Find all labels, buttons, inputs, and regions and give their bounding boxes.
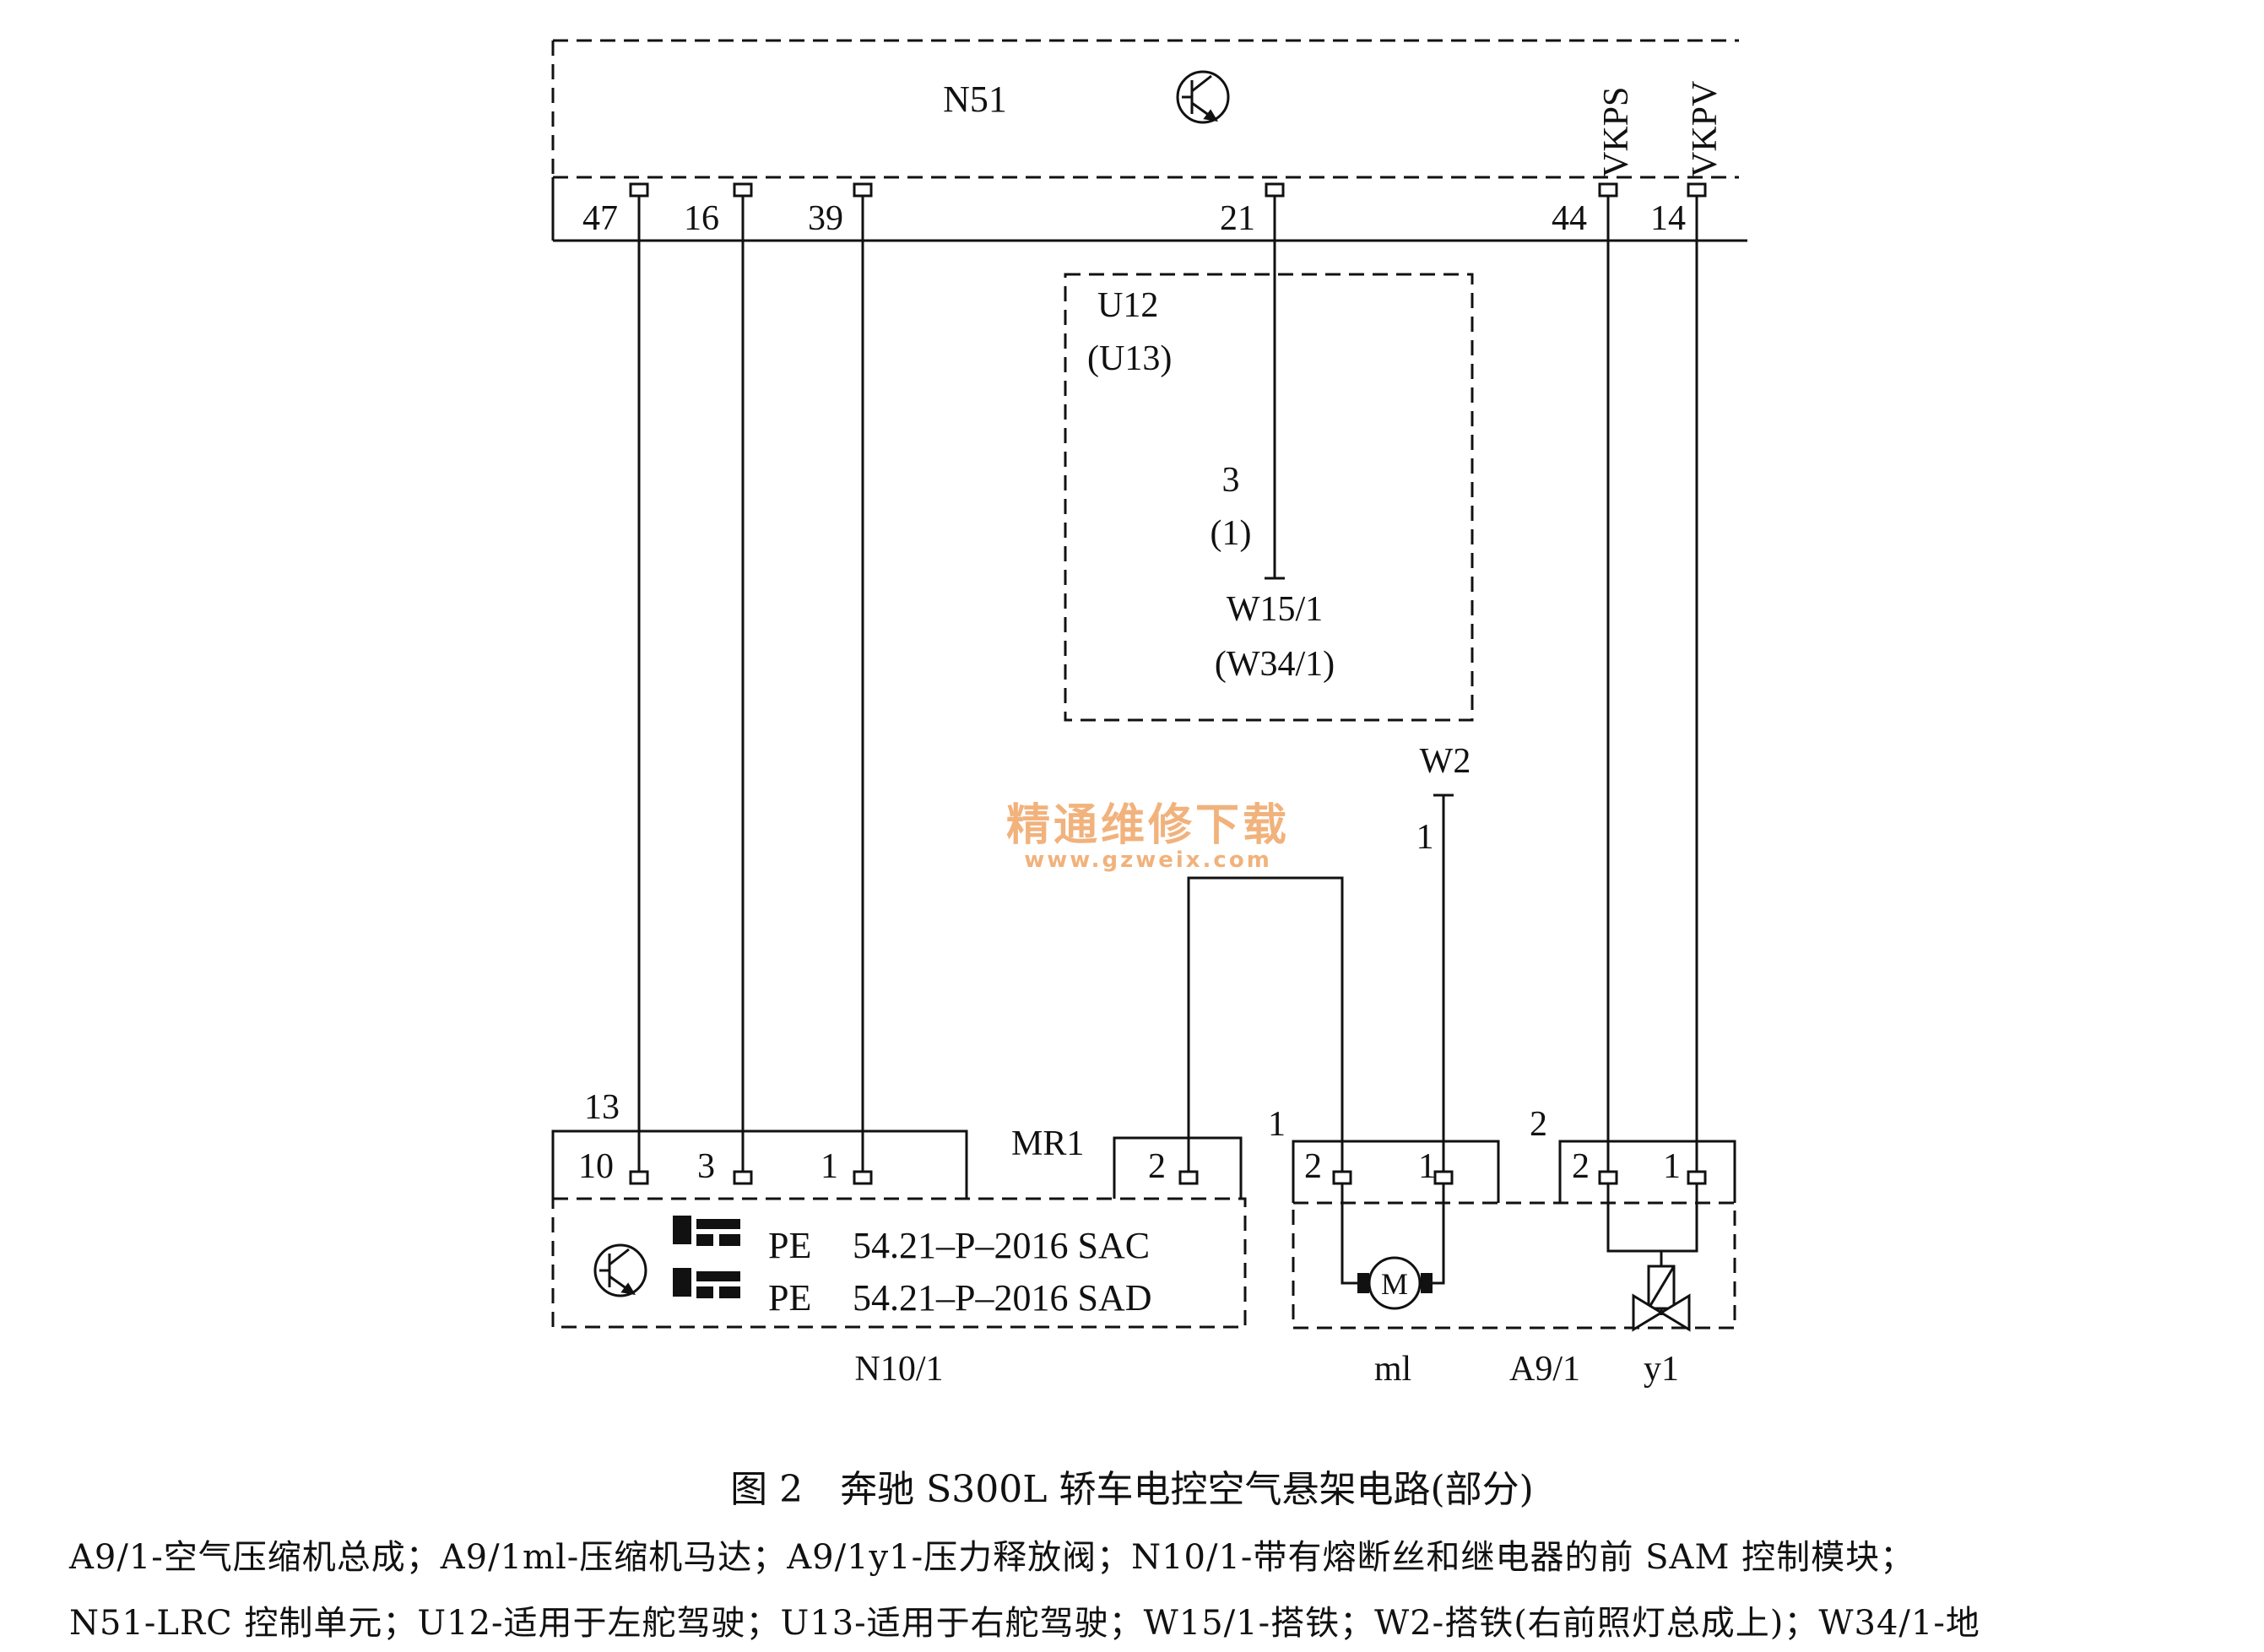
vkpv-label: VKPV <box>1686 81 1725 177</box>
n10-1-pin-1: 1 <box>821 1147 838 1186</box>
n10-1-pin-3: 3 <box>697 1147 715 1186</box>
n10-1-connector-13 <box>551 1129 968 1199</box>
wire-14-valve <box>1687 182 1707 1185</box>
ground-pin-3: 3 <box>1222 461 1240 500</box>
a9-1-plug-2: 2 <box>1530 1105 1547 1144</box>
wire-44-valve <box>1598 182 1618 1185</box>
wire-39-1 <box>853 182 873 1185</box>
legend-line-1: A9/1-空气压缩机总成；A9/1ml-压缩机马达；A9/1y1-压力释放阀；N… <box>69 1538 1915 1577</box>
vkps-label: VKPS <box>1597 87 1636 177</box>
n51-pin-16: 16 <box>684 199 719 238</box>
transistor-icon <box>593 1243 647 1297</box>
a9-1-label: A9/1 <box>1509 1350 1580 1389</box>
fuse-row-2-ref: 54.21–P–2016 SAD <box>853 1277 1152 1319</box>
mr1-connector <box>1113 1136 1243 1199</box>
solenoid-valve-icon <box>1632 1265 1691 1332</box>
n10-1-plug-13: 13 <box>584 1088 620 1127</box>
ml-label: ml <box>1374 1350 1411 1389</box>
mr1-label: MR1 <box>1011 1124 1084 1163</box>
u13-label: (U13) <box>1087 339 1172 378</box>
a9-1-connector-2 <box>1558 1140 1736 1203</box>
fuse-relay-icon <box>673 1268 740 1298</box>
w15-1-label: W15/1 <box>1227 590 1323 629</box>
a9-1-module-box <box>1292 1201 1736 1330</box>
a9-1-plug-1-pin-1: 1 <box>1418 1147 1436 1186</box>
wire-16-3 <box>733 182 753 1185</box>
wire-w2-motor <box>1433 794 1454 1185</box>
fuse-row-1-ref: 54.21–P–2016 SAC <box>853 1225 1150 1266</box>
fuse-relay-icon <box>673 1216 740 1246</box>
n51-connector <box>551 177 1747 242</box>
n10-1-label: N10/1 <box>855 1350 944 1389</box>
ground-pin-1-alt: (1) <box>1211 514 1252 553</box>
watermark-url: www.gzweix.com <box>1024 848 1272 873</box>
a9-1-plug-1: 1 <box>1268 1105 1286 1144</box>
a9-1-plug-1-pin-2: 2 <box>1304 1147 1322 1186</box>
n51-module-box <box>551 39 1739 179</box>
wire-mr1-motor <box>1178 876 1352 1185</box>
transistor-icon <box>1176 70 1230 124</box>
n51-pin-39: 39 <box>808 199 843 238</box>
legend-line-2: N51-LRC 控制单元；U12-适用于左舵驾驶；U13-适用于右舵驾驶；W15… <box>69 1604 1980 1643</box>
a9-1-plug-2-pin-2: 2 <box>1572 1147 1590 1186</box>
wire-21-ground <box>1265 182 1285 580</box>
watermark-text: 精通维修下载 <box>1006 800 1290 851</box>
n51-pin-44: 44 <box>1552 199 1587 238</box>
motor-symbol: M <box>1381 1267 1408 1301</box>
u12-label: U12 <box>1097 286 1158 325</box>
n10-1-pin-10: 10 <box>578 1147 614 1186</box>
n51-label: N51 <box>943 79 1007 120</box>
w2-pin-1: 1 <box>1416 818 1434 857</box>
a9-1-connector-1 <box>1292 1140 1500 1203</box>
n51-pin-21: 21 <box>1220 199 1255 238</box>
w2-label: W2 <box>1420 742 1471 781</box>
y1-label: y1 <box>1644 1350 1679 1389</box>
u12-region-box <box>1064 273 1474 722</box>
watermark: 精通维修下载 www.gzweix.com <box>1006 800 1290 873</box>
fuse-row-1-pe: PE <box>768 1225 811 1266</box>
circuit-diagram: M 精通维修下载 www.gzweix.com N51 VKPS VKPV 47… <box>551 39 1747 1389</box>
motor-icon: M <box>1357 1256 1433 1310</box>
figure-caption-title: 图 2 奔驰 S300L 轿车电控空气悬架电路(部分) <box>730 1468 1534 1511</box>
n51-pin-47: 47 <box>582 199 618 238</box>
a9-1-plug-2-pin-1: 1 <box>1663 1147 1681 1186</box>
n10-1-module-box <box>551 1197 1247 1329</box>
wire-47-10 <box>629 182 649 1185</box>
n51-pin-14: 14 <box>1650 199 1686 238</box>
w34-1-label: (W34/1) <box>1215 645 1335 684</box>
mr1-pin-2: 2 <box>1148 1147 1166 1186</box>
fuse-row-2-pe: PE <box>768 1277 811 1319</box>
